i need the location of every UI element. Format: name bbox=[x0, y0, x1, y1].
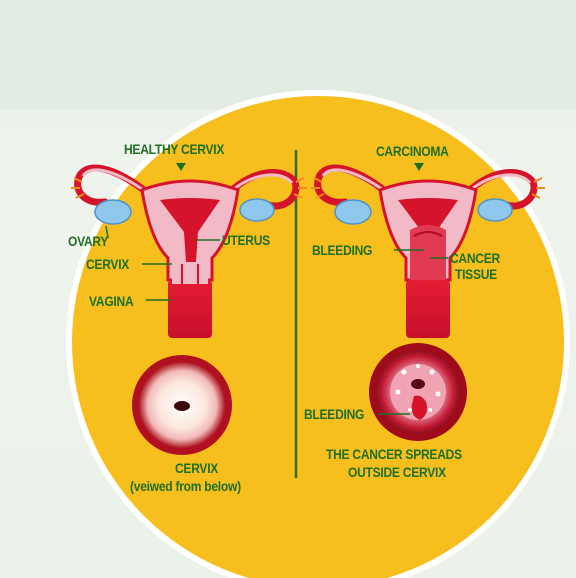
label-carcinoma: CARCINOMA bbox=[376, 143, 449, 159]
label-uterus: UTERUS bbox=[222, 232, 270, 248]
caption-viewed-from-below: (veiwed from below) bbox=[130, 478, 241, 494]
label-tissue: TISSUE bbox=[455, 266, 497, 282]
label-cancer: CANCER bbox=[450, 250, 500, 266]
label-vagina: VAGINA bbox=[89, 293, 133, 309]
label-ovary: OVARY bbox=[68, 233, 108, 249]
label-cervix: CERVIX bbox=[86, 256, 129, 272]
healthy-cervix-bottom-view bbox=[132, 355, 232, 455]
label-bleeding: BLEEDING bbox=[312, 242, 372, 258]
caption-outside-cervix: OUTSIDE CERVIX bbox=[348, 464, 446, 480]
label-bleeding-bottom: BLEEDING bbox=[304, 406, 364, 422]
caption-cervix: CERVIX bbox=[175, 460, 218, 476]
caption-cancer-spreads: THE CANCER SPREADS bbox=[326, 446, 462, 462]
cancer-cervix-bottom-view bbox=[369, 343, 467, 441]
main-circle bbox=[72, 96, 564, 578]
label-healthy-cervix: HEALTHY CERVIX bbox=[124, 141, 224, 157]
